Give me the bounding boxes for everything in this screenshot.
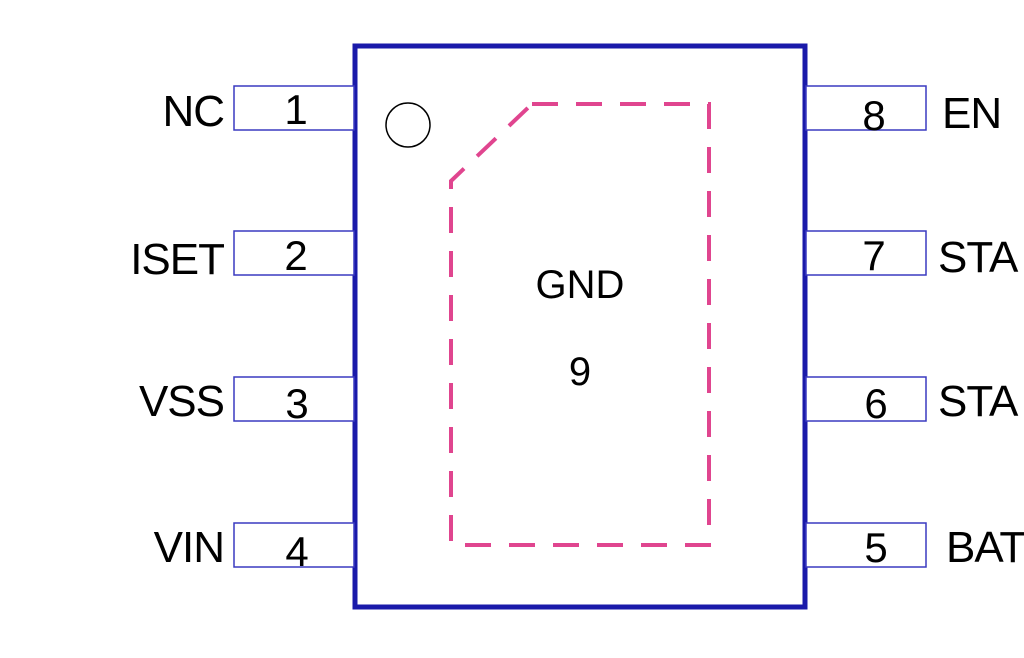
pin-number: 4 — [285, 528, 308, 575]
exposed-pad-label: GND — [536, 263, 625, 307]
pin-label: VIN — [154, 523, 224, 572]
left-pin-2: 2 ISET — [130, 230, 355, 284]
right-pin-7: 7 STA — [805, 230, 1020, 282]
right-pin-8: 8 EN — [805, 85, 1002, 139]
pin-number: 1 — [284, 86, 307, 133]
right-pin-5: 5 BAT — [805, 522, 1024, 572]
left-pin-1: 1 NC — [162, 85, 355, 136]
pin-pad — [233, 230, 355, 276]
exposed-pad-number: 9 — [569, 350, 591, 394]
pin-pad — [233, 85, 355, 131]
pin-pad — [805, 230, 927, 276]
pin-label: STA — [938, 377, 1019, 426]
pin-label: VSS — [139, 377, 224, 426]
pin-number: 3 — [285, 380, 308, 427]
pin-label: EN — [942, 89, 1001, 138]
pin-pad — [805, 522, 927, 568]
pin-number: 8 — [862, 92, 885, 139]
pin-label: STA — [938, 233, 1019, 282]
pin-label: NC — [162, 87, 224, 136]
pin-number: 2 — [284, 232, 307, 279]
pin-number: 7 — [862, 232, 885, 279]
right-pin-6: 6 STA — [805, 376, 1020, 427]
pin-pad — [805, 85, 927, 131]
package-body — [352, 43, 808, 610]
pin-pad — [233, 522, 355, 568]
pin-pad — [805, 376, 927, 422]
pin-label: BAT — [946, 523, 1024, 572]
pin-number: 6 — [864, 380, 887, 427]
pin-label: ISET — [130, 235, 224, 284]
pin1-marker-icon — [385, 102, 431, 148]
left-pin-4: 4 VIN — [154, 522, 355, 575]
pin-pad — [233, 376, 355, 422]
left-pin-3: 3 VSS — [139, 376, 355, 427]
pin-number: 5 — [864, 524, 887, 571]
exposed-pad-outline — [449, 102, 711, 547]
